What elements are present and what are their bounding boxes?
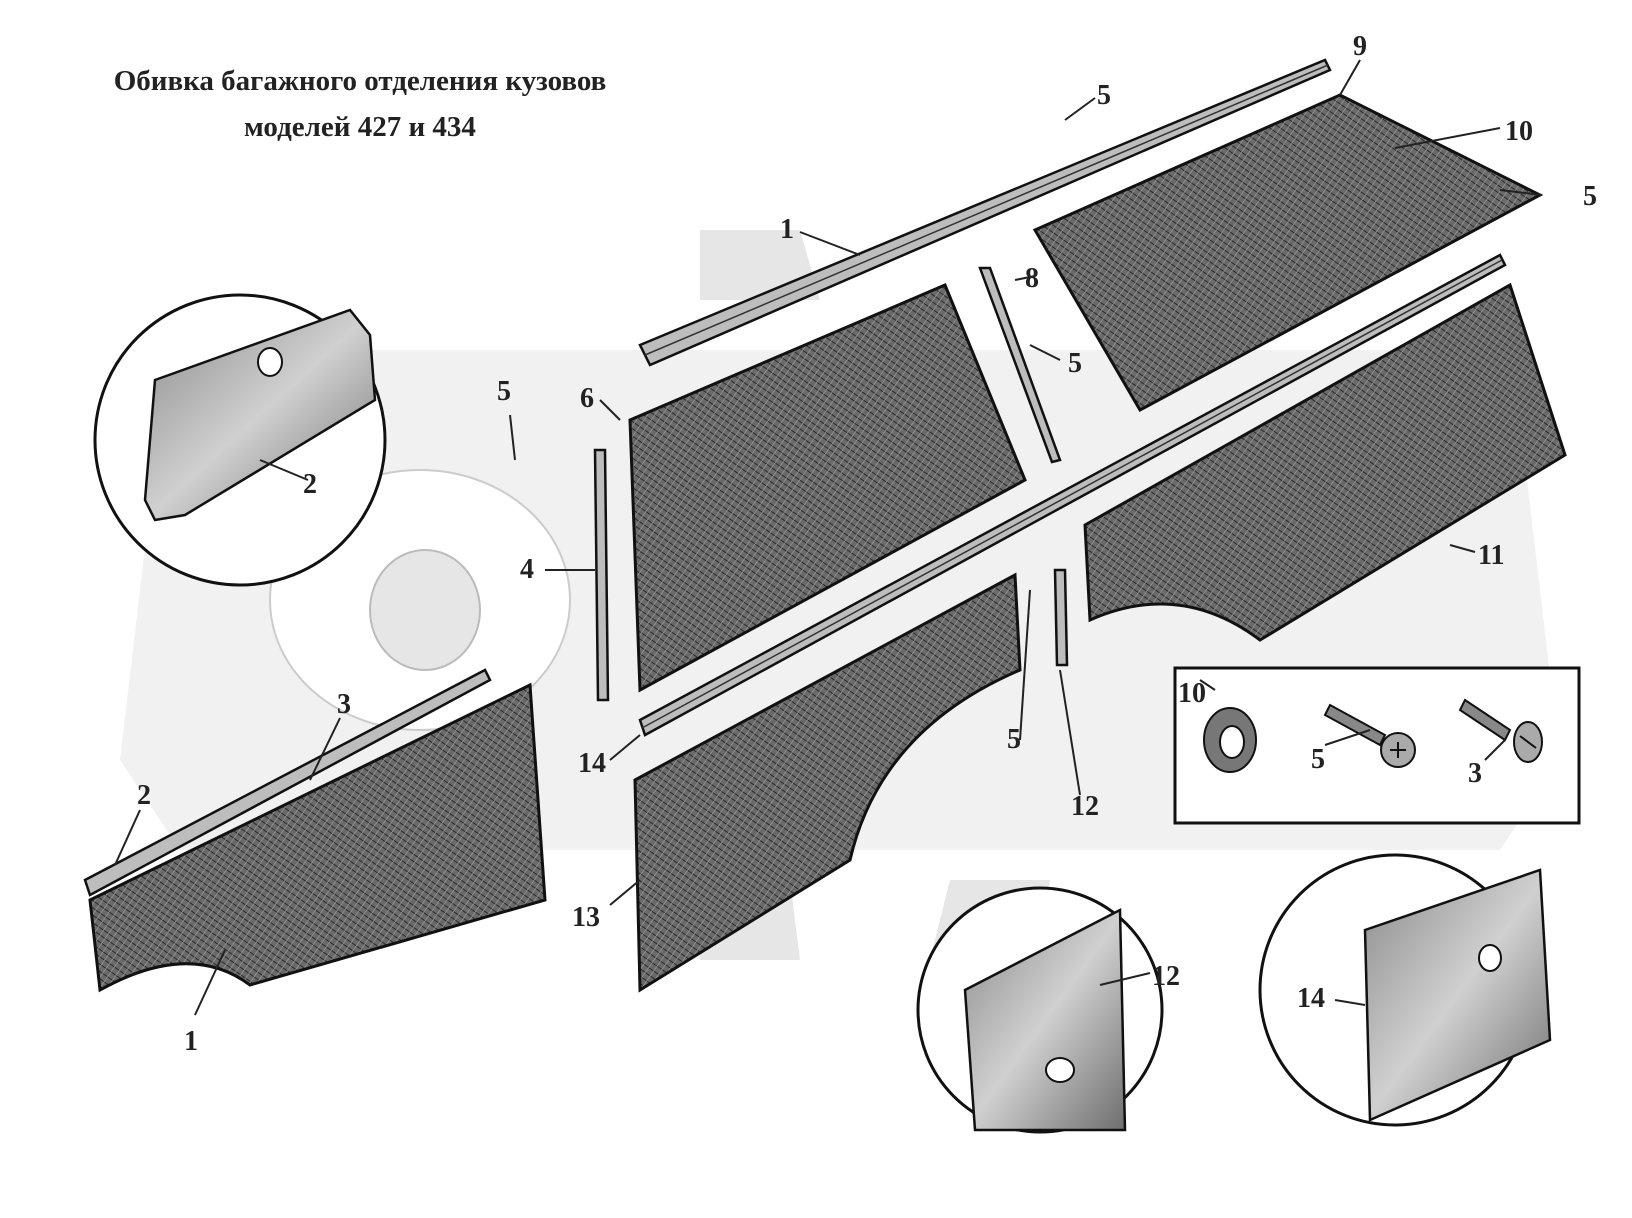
callout-5-mid: 5	[1068, 348, 1082, 379]
callout-4: 4	[520, 554, 534, 585]
upper-rail-part-1	[638, 58, 1332, 367]
callout-9: 9	[1353, 31, 1367, 62]
callout-2-detail: 2	[303, 469, 317, 500]
left-trim-panel	[88, 682, 547, 993]
right-lower-trim-panel	[1083, 282, 1567, 642]
lower-center-trim-panel	[633, 572, 1022, 993]
callout-5-low: 5	[1007, 724, 1021, 755]
detail-circle-12	[916, 886, 1164, 1134]
leader-lines	[114, 59, 1543, 1016]
vertical-strip-part-4	[593, 448, 610, 702]
vertical-strip-part-12	[1053, 568, 1069, 667]
upper-center-trim-panel	[628, 283, 1027, 693]
callout-5-right: 5	[1583, 181, 1597, 212]
callout-6: 6	[580, 383, 594, 414]
vertical-strip-part-8	[978, 266, 1062, 464]
callout-5-top: 5	[1097, 80, 1111, 111]
callout-14-detail: 14	[1297, 983, 1325, 1014]
callout-5-box: 5	[1311, 744, 1325, 775]
callout-5-left: 5	[497, 376, 511, 407]
diagram-title: Обивка багажного отделения кузовов модел…	[60, 58, 660, 150]
callout-12-mid: 12	[1071, 791, 1099, 822]
title-line-1: Обивка багажного отделения кузовов	[113, 65, 607, 97]
screw-part-5	[1323, 703, 1416, 768]
callout-3-box: 3	[1468, 758, 1482, 789]
callout-3-left: 3	[337, 689, 351, 720]
callout-1-top: 1	[780, 214, 794, 245]
callout-14-mid: 14	[578, 748, 606, 779]
callout-11: 11	[1478, 540, 1504, 571]
callout-1-bottom: 1	[184, 1026, 198, 1057]
callout-10-box: 10	[1178, 678, 1206, 709]
callout-2-left: 2	[137, 780, 151, 811]
callout-8: 8	[1025, 263, 1039, 294]
middle-rail-part-14	[638, 253, 1507, 737]
detail-circle-14	[1258, 853, 1552, 1127]
fasteners-inset-box	[1173, 666, 1581, 825]
callout-10-top: 10	[1505, 116, 1533, 147]
washer-part-10	[1203, 707, 1257, 773]
callout-13: 13	[572, 902, 600, 933]
detail-circle-2	[93, 293, 387, 587]
callout-12-detail: 12	[1152, 961, 1180, 992]
left-rail-part-2	[83, 668, 492, 897]
title-line-2: моделей 427 и 434	[244, 111, 476, 143]
